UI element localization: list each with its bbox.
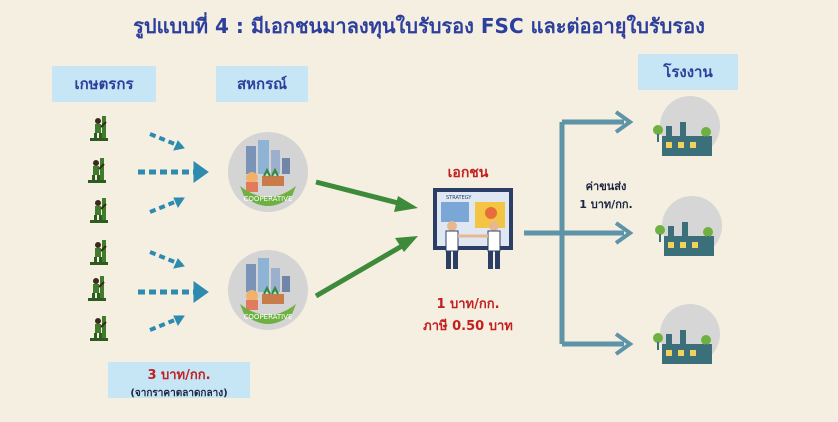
transport-label: ค่าขนส่ง — [585, 180, 627, 193]
private-label: เอกชน — [447, 165, 489, 181]
cooperative-icon: COOPERATIVE — [227, 131, 309, 213]
farmer-icon — [87, 275, 107, 302]
farmer-price: 3 บาท/กก. — [147, 368, 211, 383]
farmer-icon — [89, 315, 109, 342]
coop-to-private-arrows — [314, 179, 418, 299]
farmer-icon — [89, 239, 109, 266]
farmer-to-coop-arrows-bottom — [138, 250, 209, 332]
coop-emblem-text: COOPERATIVE — [244, 313, 293, 321]
private-tax: ภาษี 0.50 บาท — [423, 319, 513, 334]
farmer-price-note: (จากราคาตลาดกลาง) — [130, 388, 228, 399]
cooperative-icon: COOPERATIVE — [227, 249, 309, 331]
cooperative-label: สหกรณ์ — [216, 66, 308, 102]
business-meeting-icon: STRATEGY — [433, 188, 513, 269]
private-to-factory-arrows — [524, 110, 634, 356]
farmer-to-coop-arrows-top — [138, 132, 209, 214]
farmer-price-box: 3 บาท/กก. (จากราคาตลาดกลาง) — [108, 362, 250, 399]
factory-icon — [653, 96, 720, 156]
coop-emblem-text: COOPERATIVE — [244, 195, 293, 203]
farmers-label: เกษตรกร — [52, 66, 156, 102]
farmer-icon — [87, 157, 107, 184]
board-text: STRATEGY — [446, 195, 472, 201]
page-title: รูปแบบที่ 4 : มีเอกชนมาลงทุนใบรับรอง FSC… — [133, 14, 705, 38]
farmer-icon — [89, 197, 109, 224]
private-price: 1 บาท/กก. — [436, 297, 500, 312]
transport-price: 1 บาท/กก. — [579, 198, 633, 211]
farmer-icon — [89, 115, 109, 142]
factory-icon — [655, 196, 722, 256]
factory-icon — [653, 304, 720, 364]
factory-label: โรงงาน — [638, 54, 738, 90]
